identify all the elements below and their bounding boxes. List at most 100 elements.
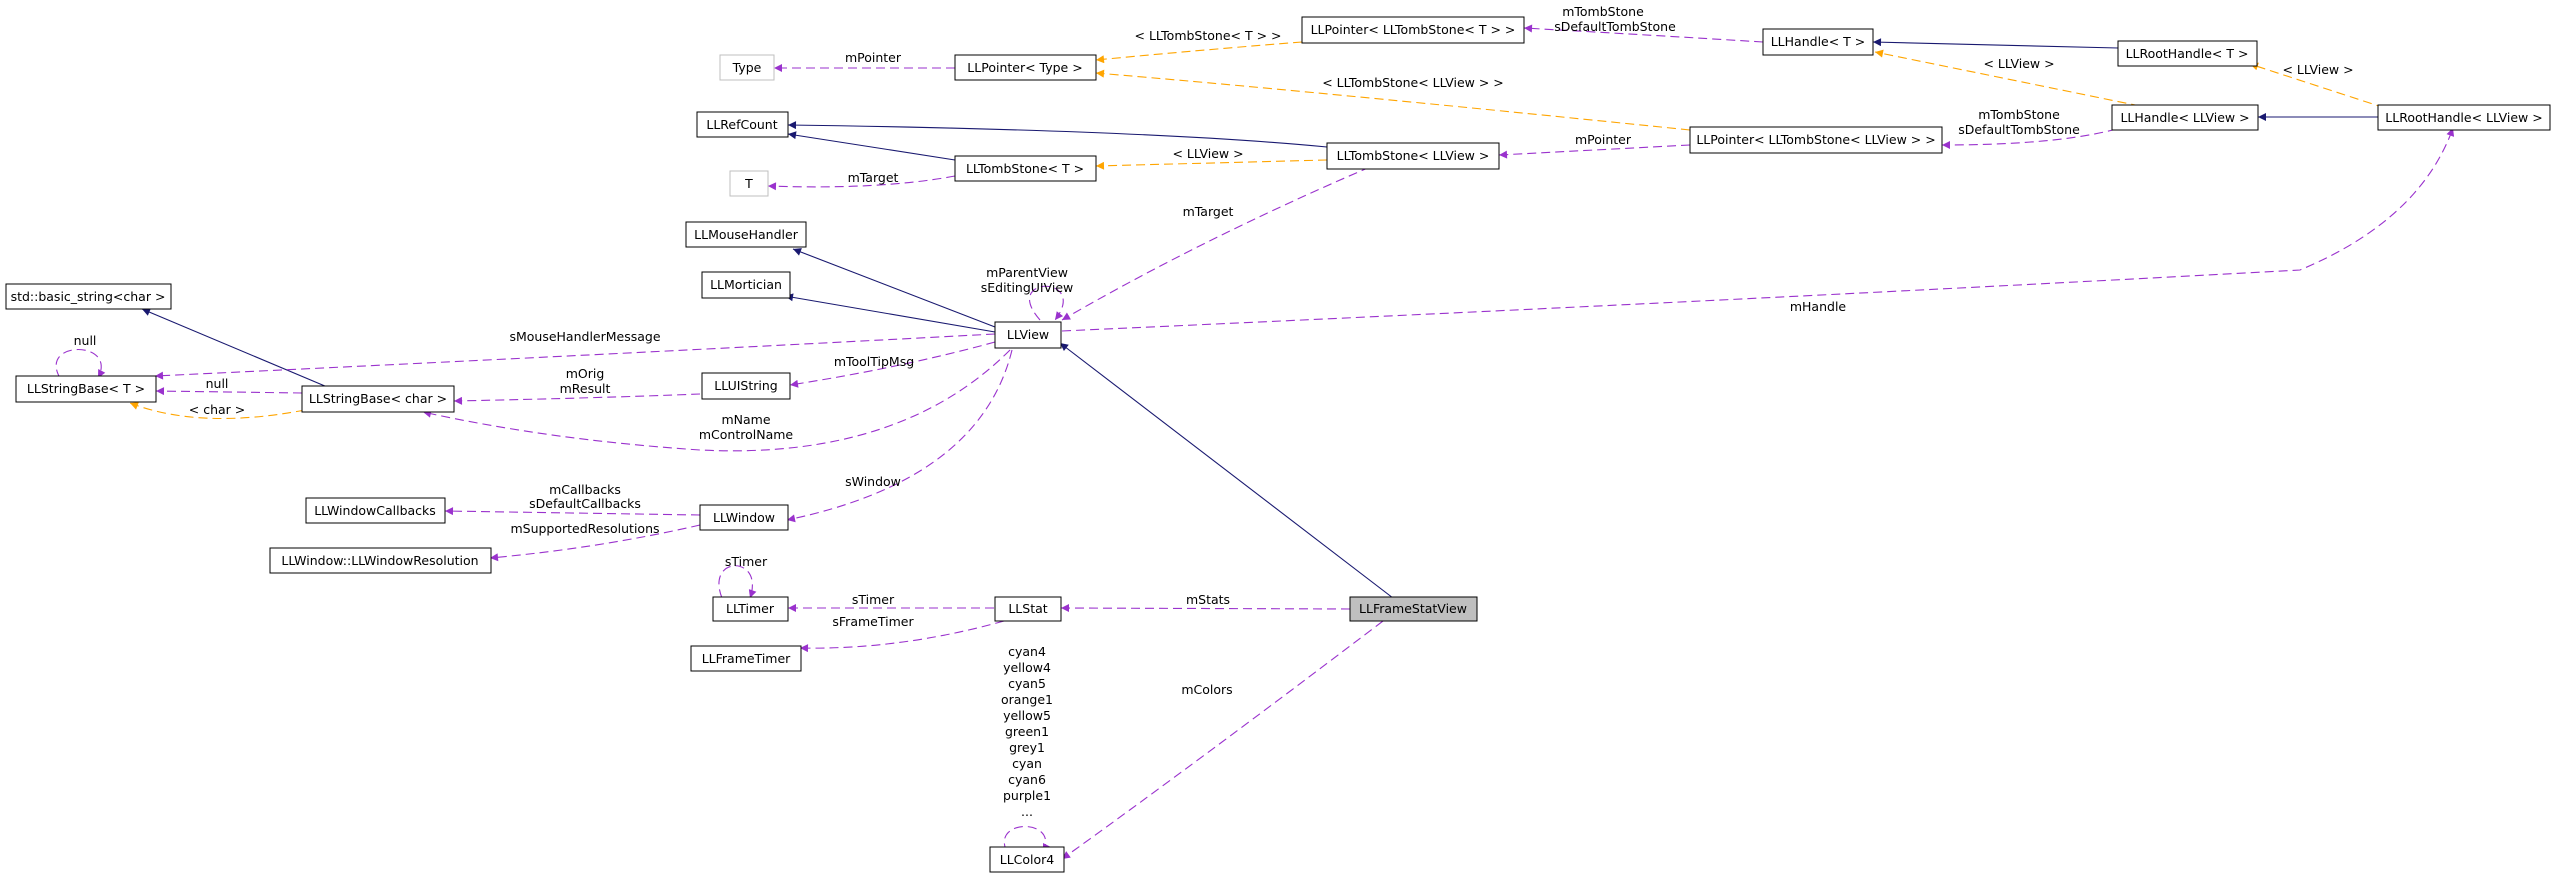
color-name-label: purple1 — [1003, 788, 1051, 803]
node-label: LLMouseHandler — [694, 227, 799, 242]
edge-llframestatview-to-llview — [1059, 342, 1394, 599]
edge-mname-mcontrolname — [422, 349, 1011, 452]
color-name-label: cyan4 — [1008, 644, 1046, 659]
node-llrefcount[interactable]: LLRefCount — [696, 111, 789, 138]
label-mpointer-view: mPointer — [1575, 132, 1632, 147]
edge-mstats — [1060, 604, 1351, 613]
node-llpointer-tombstone-t[interactable]: LLPointer< LLTombStone< T > > — [1301, 16, 1525, 44]
node-llstringbase-t[interactable]: LLStringBase< T > — [15, 375, 157, 403]
node-llwindowresolution[interactable]: LLWindow::LLWindowResolution — [269, 547, 492, 574]
node-label: LLHandle< T > — [1771, 34, 1866, 49]
color-name-label: green1 — [1005, 724, 1049, 739]
label-mhandle: mHandle — [1790, 299, 1847, 314]
edge-morig-mresult — [453, 393, 701, 405]
node-llwindow[interactable]: LLWindow — [699, 504, 789, 531]
label-null-link: null — [206, 376, 229, 391]
label-view-tpl-handle: < LLView > — [1983, 56, 2054, 71]
node-llstat[interactable]: LLStat — [994, 596, 1062, 622]
node-lltombstone-t[interactable]: LLTombStone< T > — [954, 155, 1097, 182]
label-stimer-self: sTimer — [725, 554, 768, 569]
node-label: LLTimer — [726, 601, 775, 616]
edge-mcallbacks — [444, 507, 701, 516]
edge-sframetimer — [799, 620, 1005, 653]
label-tombstone-view-tpl: < LLTombStone< LLView > > — [1322, 75, 1504, 90]
label-mname: mName — [721, 412, 770, 427]
label-mtarget-view: mTarget — [1183, 204, 1234, 219]
label-char-template: < char > — [189, 402, 246, 417]
label-null-self: null — [74, 333, 97, 348]
label-mcolors: mColors — [1181, 682, 1232, 697]
node-llwindowcallbacks[interactable]: LLWindowCallbacks — [305, 497, 446, 524]
edge-tombstone-view-to-llrefcount — [787, 121, 1328, 148]
label-stimer: sTimer — [852, 592, 895, 607]
node-llmousehandler[interactable]: LLMouseHandler — [685, 221, 807, 248]
label-view-tpl-tombstone: < LLView > — [1172, 146, 1243, 161]
node-label: LLWindowCallbacks — [314, 503, 436, 518]
label-mresult: mResult — [560, 381, 611, 396]
node-lltimer[interactable]: LLTimer — [712, 596, 789, 622]
node-llroothandle-llview[interactable]: LLRootHandle< LLView > — [2377, 104, 2551, 131]
node-lluistring[interactable]: LLUIString — [701, 372, 791, 400]
edge-roothandle-view-template — [2249, 62, 2386, 109]
node-label: LLStat — [1008, 601, 1047, 616]
node-llhandle-t[interactable]: LLHandle< T > — [1762, 28, 1874, 56]
edge-stimer-self — [718, 565, 757, 599]
node-label: Type — [732, 60, 762, 75]
label-morig: mOrig — [566, 366, 605, 381]
label-sframetimer: sFrameTimer — [832, 614, 914, 629]
edge-char-template — [129, 402, 306, 420]
color-name-label: grey1 — [1009, 740, 1045, 755]
edge-msupportedresolutions — [489, 524, 701, 562]
edge-tombstone-t-to-llrefcount — [787, 131, 956, 161]
edge-mcolors — [1061, 620, 1384, 860]
node-llcolor4[interactable]: LLColor4 — [989, 846, 1065, 873]
nodes: LLFrameStatView LLView LLStat LLColor4 L… — [5, 16, 2551, 873]
edge-mtarget-t — [767, 175, 956, 191]
label-mparentview: mParentView — [986, 265, 1068, 280]
node-llpointer-type[interactable]: LLPointer< Type > — [954, 54, 1097, 81]
edge-llstringbase-char-to-basic-string — [141, 308, 333, 390]
node-llstringbase-char[interactable]: LLStringBase< char > — [301, 385, 455, 413]
edge-null-self — [55, 349, 106, 379]
edge-labels: mStats mColors cyan4yellow4cyan5orange1y… — [74, 4, 2354, 819]
node-label: LLStringBase< char > — [309, 391, 447, 406]
label-view-tpl-root: < LLView > — [2282, 62, 2353, 77]
label-sdefaulttombstone-top: sDefaultTombStone — [1554, 19, 1676, 34]
node-label: LLFrameTimer — [702, 651, 791, 666]
node-label: LLPointer< Type > — [967, 60, 1082, 75]
node-llroothandle-t[interactable]: LLRootHandle< T > — [2117, 40, 2258, 67]
node-label: std::basic_string<char > — [11, 289, 166, 304]
label-mtooltipmsg: mToolTipMsg — [834, 354, 914, 369]
node-llpointer-tombstone-llview[interactable]: LLPointer< LLTombStone< LLView > > — [1689, 126, 1943, 154]
label-sdefaultcallbacks: sDefaultCallbacks — [529, 496, 641, 511]
edge-pointer-tombstone-view-template — [1095, 69, 1691, 131]
label-mtarget-t: mTarget — [848, 170, 899, 185]
label-mstats: mStats — [1186, 592, 1230, 607]
node-llframestatview[interactable]: LLFrameStatView — [1349, 596, 1478, 622]
node-label: LLMortician — [710, 277, 782, 292]
color-name-label: ... — [1021, 804, 1033, 819]
edge-roothandle-t-to-handle-t — [1872, 38, 2119, 49]
color-name-list: cyan4yellow4cyan5orange1yellow5green1gre… — [1001, 644, 1053, 819]
node-llview[interactable]: LLView — [994, 321, 1062, 349]
edge-llview-to-llmousehandler — [792, 248, 996, 328]
edge-mtooltipmsg — [789, 341, 996, 388]
node-llframetimer[interactable]: LLFrameTimer — [690, 645, 802, 672]
node-llhandle-llview[interactable]: LLHandle< LLView > — [2111, 104, 2259, 131]
node-type[interactable]: Type — [719, 54, 775, 81]
color-name-label: cyan6 — [1008, 772, 1046, 787]
color-name-label: cyan5 — [1008, 676, 1046, 691]
label-smousehandlermessage: sMouseHandlerMessage — [509, 329, 660, 344]
node-label: LLUIString — [714, 378, 777, 393]
node-t[interactable]: T — [729, 170, 769, 197]
node-label: LLRootHandle< T > — [2126, 46, 2249, 61]
node-std-basic-string[interactable]: std::basic_string<char > — [5, 283, 172, 310]
edge-mhandle — [1061, 127, 2455, 332]
node-label: LLView — [1007, 327, 1049, 342]
node-label: LLPointer< LLTombStone< T > > — [1311, 22, 1516, 37]
node-llmortician[interactable]: LLMortician — [701, 271, 791, 299]
edge-smousehandlermessage — [154, 333, 996, 380]
edge-mtombstone-top — [1523, 24, 1764, 43]
node-lltombstone-llview[interactable]: LLTombStone< LLView > — [1326, 142, 1500, 170]
label-mpointer-type: mPointer — [845, 50, 902, 65]
